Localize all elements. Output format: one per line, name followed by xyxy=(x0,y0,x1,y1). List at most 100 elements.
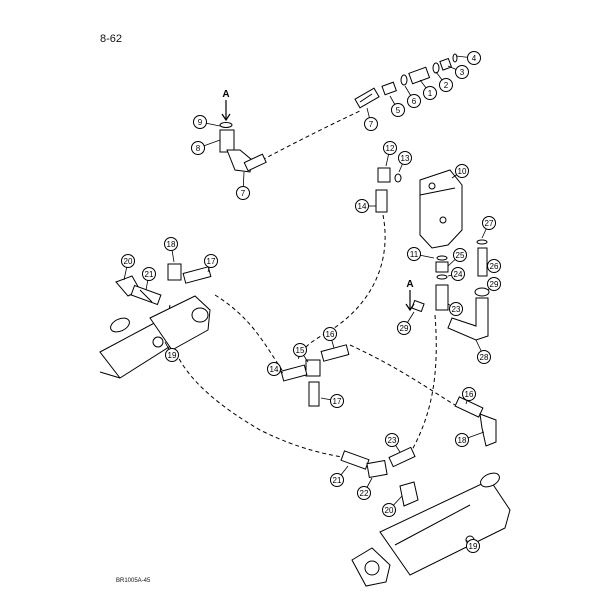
callout-7: 7 xyxy=(236,171,250,200)
callout-number: 28 xyxy=(480,353,489,362)
callout-13: 13 xyxy=(398,151,412,173)
hose-end-14-center xyxy=(280,364,308,382)
callout-circle xyxy=(466,539,480,553)
callout-circle xyxy=(165,348,179,362)
callout-23: 23 xyxy=(447,302,463,316)
callout-number: 11 xyxy=(410,250,419,259)
nut-29b xyxy=(411,299,425,313)
callout-circle xyxy=(455,164,469,178)
tee-22 xyxy=(366,459,388,479)
page-number: 8-62 xyxy=(100,33,123,45)
callout-number: 18 xyxy=(167,240,176,249)
callout-circle xyxy=(164,237,178,251)
adapter-5 xyxy=(381,81,397,96)
hose-valve-to-lower xyxy=(407,314,437,458)
callout-18: 18 xyxy=(164,237,178,263)
callout-number: 7 xyxy=(369,120,374,129)
callout-number: 3 xyxy=(460,68,465,77)
o-ring-4 xyxy=(452,53,458,63)
right-cylinder xyxy=(351,472,511,587)
callout-circle xyxy=(487,277,501,291)
callout-number: 26 xyxy=(490,262,499,271)
callout-circle xyxy=(467,51,481,65)
o-ring-9 xyxy=(219,122,233,128)
hose-end-21-left xyxy=(130,284,162,306)
callout-circle xyxy=(330,473,344,487)
callout-circle xyxy=(487,259,501,273)
callout-2: 2 xyxy=(435,71,453,92)
callout-circle xyxy=(407,247,421,261)
elbow-18-right xyxy=(479,413,497,447)
callout-number: 27 xyxy=(485,219,494,228)
nut-3 xyxy=(439,57,453,71)
callout-number: 15 xyxy=(296,346,305,355)
figure-code: BR1005A-45 xyxy=(116,578,151,584)
callout-21: 21 xyxy=(142,267,156,291)
callout-20: 20 xyxy=(382,495,403,517)
left-cylinder xyxy=(99,263,212,379)
callout-circle xyxy=(423,86,437,100)
callout-circle xyxy=(453,248,467,262)
callout-3: 3 xyxy=(447,65,469,79)
section-letter-a-top: A xyxy=(222,89,229,100)
callout-11: 11 xyxy=(407,247,435,261)
callout-4: 4 xyxy=(455,51,481,65)
tee-15 xyxy=(305,359,321,377)
callout-26: 26 xyxy=(487,259,501,273)
fitting-18-left xyxy=(167,263,182,281)
o-ring-11 xyxy=(436,255,448,261)
callout-number: 23 xyxy=(452,305,461,314)
callout-circle xyxy=(455,65,469,79)
callout-number: 2 xyxy=(444,81,449,90)
elbow-20-lower xyxy=(399,481,419,507)
callout-number: 9 xyxy=(198,118,203,127)
callout-number: 20 xyxy=(124,257,133,266)
callout-10: 10 xyxy=(451,164,469,179)
callout-16: 16 xyxy=(323,327,337,349)
callout-16: 16 xyxy=(462,387,476,405)
callout-circle xyxy=(462,387,476,401)
callout-number: 5 xyxy=(396,106,401,115)
callout-number: 4 xyxy=(472,54,477,63)
callout-22: 22 xyxy=(357,477,373,500)
callout-circle xyxy=(383,141,397,155)
nut-29 xyxy=(474,287,490,297)
hose-end-16-center xyxy=(320,344,350,362)
callout-number: 16 xyxy=(465,390,474,399)
callout-number: 19 xyxy=(469,542,478,551)
callout-15: 15 xyxy=(293,343,309,363)
right-elbow xyxy=(454,396,497,447)
callout-12: 12 xyxy=(383,141,397,167)
callout-circle xyxy=(193,115,207,129)
callout-number: 17 xyxy=(333,397,342,406)
callout-circle xyxy=(357,486,371,500)
callout-8: 8 xyxy=(191,139,221,155)
hose-end-7b xyxy=(243,153,267,172)
callout-circle xyxy=(455,433,469,447)
elbow-8-body xyxy=(219,129,235,153)
callout-number: 18 xyxy=(458,436,467,445)
callout-29: 29 xyxy=(487,277,501,291)
hose-end-23-lower xyxy=(388,446,416,468)
callout-number: 1 xyxy=(428,89,433,98)
cylinder-19-right-body xyxy=(379,479,511,576)
callout-number: 8 xyxy=(196,144,201,153)
callout-20: 20 xyxy=(121,254,135,281)
callout-17: 17 xyxy=(320,394,344,408)
hose-valve-to-tee xyxy=(297,214,386,361)
section-letter-a-lower: A xyxy=(406,279,413,290)
tube-26 xyxy=(477,247,488,277)
callout-circle xyxy=(355,199,369,213)
callout-circle xyxy=(267,362,281,376)
callout-circle xyxy=(385,433,399,447)
top-fittings xyxy=(354,53,458,109)
callout-number: 23 xyxy=(388,436,397,445)
o-ring-27 xyxy=(476,239,488,245)
callout-number: 20 xyxy=(385,506,394,515)
callout-number: 24 xyxy=(454,270,463,279)
callout-number: 19 xyxy=(168,351,177,360)
callout-21: 21 xyxy=(330,465,349,487)
lower-tee xyxy=(340,446,419,507)
